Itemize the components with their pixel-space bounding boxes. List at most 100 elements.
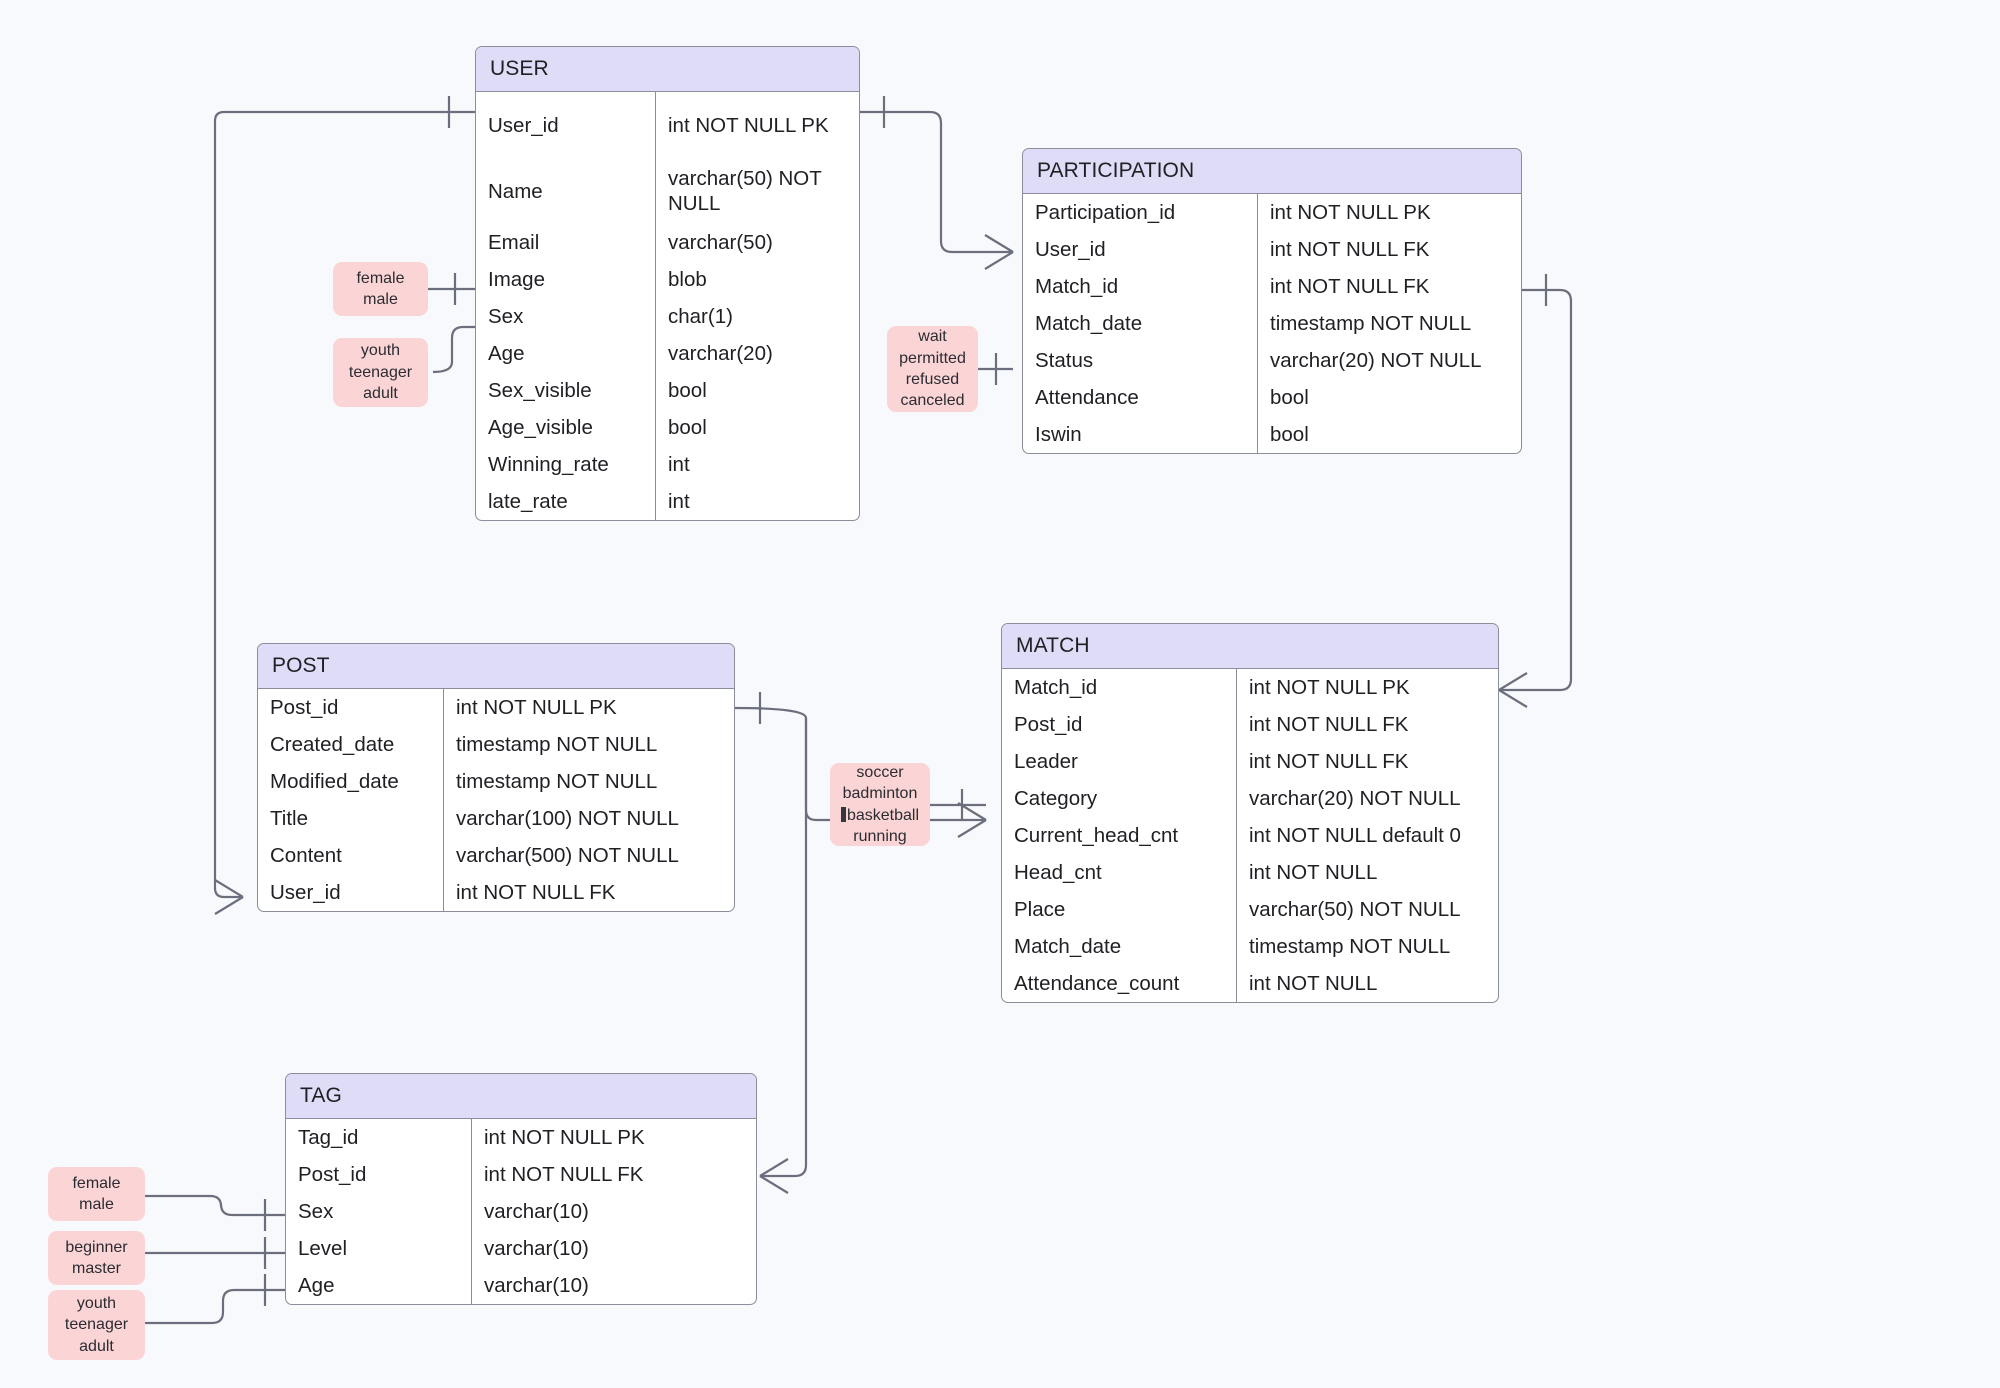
table-row[interactable]: Match_id int NOT NULL PK — [1002, 669, 1498, 707]
note-line: youth — [360, 342, 401, 360]
table-row[interactable]: Match_date timestamp NOT NULL — [1002, 928, 1498, 966]
type-cell: varchar(500) NOT NULL — [443, 837, 734, 875]
table-row[interactable]: Post_id int NOT NULL FK — [1002, 706, 1498, 744]
attr-cell: Status — [1035, 349, 1094, 373]
note-participation-status[interactable]: wait permitted refused canceled — [887, 326, 978, 412]
table-row[interactable]: Match_date timestamp NOT NULL — [1023, 305, 1521, 343]
entity-match-rows: Match_id int NOT NULL PK Post_id int NOT… — [1002, 669, 1498, 1003]
attr-cell: Iswin — [1035, 423, 1082, 447]
type-cell: bool — [1257, 416, 1521, 454]
type-cell: int NOT NULL FK — [1257, 268, 1521, 306]
table-row[interactable]: Participation_id int NOT NULL PK — [1023, 194, 1521, 232]
table-row[interactable]: Iswin bool — [1023, 416, 1521, 454]
note-tag-age[interactable]: youth teenager adult — [48, 1290, 145, 1360]
note-line: wait — [918, 328, 947, 346]
entity-post[interactable]: POST Post_id int NOT NULL PK Created_dat… — [257, 643, 735, 913]
text-cursor-icon — [840, 806, 846, 822]
type-cell: int NOT NULL PK — [1236, 669, 1498, 707]
attr-cell: User_id — [270, 881, 341, 905]
note-line: beginner — [65, 1238, 128, 1256]
attr-cell: Attendance_count — [1014, 972, 1180, 996]
table-row[interactable]: Age varchar(10) — [286, 1267, 756, 1305]
table-row[interactable]: Leader int NOT NULL FK — [1002, 743, 1498, 781]
table-row[interactable]: User_id int NOT NULL FK — [258, 874, 734, 912]
table-row[interactable]: Attendance_count int NOT NULL — [1002, 965, 1498, 1003]
table-row[interactable]: Content varchar(500) NOT NULL — [258, 837, 734, 875]
entity-post-rows: Post_id int NOT NULL PK Created_date tim… — [258, 689, 734, 912]
attr-cell: Post_id — [1014, 713, 1083, 737]
attr-cell: Email — [488, 231, 540, 255]
connector-post-tag — [760, 718, 808, 1178]
table-row[interactable]: Image blob — [476, 261, 859, 299]
attr-cell: Title — [270, 807, 308, 831]
entity-tag[interactable]: TAG Tag_id int NOT NULL PK Post_id int N… — [285, 1073, 757, 1306]
entity-participation[interactable]: PARTICIPATION Participation_id int NOT N… — [1022, 148, 1522, 455]
attr-cell: Created_date — [270, 733, 395, 757]
table-row[interactable]: Age varchar(20) — [476, 335, 859, 373]
table-row[interactable]: Sex char(1) — [476, 298, 859, 336]
note-line-with-caret: basketball — [840, 805, 919, 826]
note-user-sex[interactable]: female male — [333, 262, 428, 316]
table-row[interactable]: Email varchar(50) — [476, 224, 859, 262]
type-cell: char(1) — [655, 298, 859, 336]
attr-cell: Name — [488, 179, 543, 203]
attr-cell: Content — [270, 844, 342, 868]
table-row[interactable]: Created_date timestamp NOT NULL — [258, 726, 734, 764]
attr-cell: User_id — [1035, 238, 1106, 262]
crowsfoot-post-userid — [214, 879, 244, 915]
type-cell: bool — [1257, 379, 1521, 417]
table-row[interactable]: Place varchar(50) NOT NULL — [1002, 891, 1498, 929]
type-cell: timestamp NOT NULL — [443, 726, 734, 764]
entity-user[interactable]: USER User_id int NOT NULL PK Name varcha… — [475, 46, 860, 522]
table-row[interactable]: Age_visible bool — [476, 409, 859, 447]
attr-cell: Match_id — [1035, 275, 1119, 299]
type-cell: blob — [655, 261, 859, 299]
note-line: adult — [79, 1337, 114, 1355]
table-row[interactable]: Modified_date timestamp NOT NULL — [258, 763, 734, 801]
table-row[interactable]: Current_head_cnt int NOT NULL default 0 — [1002, 817, 1498, 855]
type-cell: int NOT NULL FK — [1236, 706, 1498, 744]
table-row[interactable]: Status varchar(20) NOT NULL — [1023, 342, 1521, 380]
table-row[interactable]: Level varchar(10) — [286, 1230, 756, 1268]
note-tag-sex[interactable]: female male — [48, 1167, 145, 1221]
table-row[interactable]: Winning_rate int — [476, 446, 859, 484]
type-cell: int NOT NULL FK — [443, 874, 734, 912]
note-line: permitted — [899, 349, 966, 367]
table-row[interactable]: Head_cnt int NOT NULL — [1002, 854, 1498, 892]
note-line: adult — [363, 385, 398, 403]
crowsfoot-match-postid — [957, 802, 987, 838]
type-cell: varchar(10) — [471, 1267, 756, 1305]
table-row[interactable]: Category varchar(20) NOT NULL — [1002, 780, 1498, 818]
table-row[interactable]: Attendance bool — [1023, 379, 1521, 417]
table-row[interactable]: Match_id int NOT NULL FK — [1023, 268, 1521, 306]
type-cell: varchar(10) — [471, 1193, 756, 1231]
entity-user-title: USER — [476, 47, 859, 93]
note-match-category[interactable]: soccer badminton basketball running — [830, 763, 930, 846]
table-row[interactable]: Name varchar(50) NOT NULL — [476, 158, 859, 225]
type-cell: bool — [655, 409, 859, 447]
table-row[interactable]: User_id int NOT NULL PK — [476, 92, 859, 159]
table-row[interactable]: late_rate int — [476, 483, 859, 521]
table-row[interactable]: Post_id int NOT NULL FK — [286, 1156, 756, 1194]
table-row[interactable]: Post_id int NOT NULL PK — [258, 689, 734, 727]
table-row[interactable]: Sex_visible bool — [476, 372, 859, 410]
note-line: teenager — [64, 1316, 129, 1334]
attr-cell: Participation_id — [1035, 201, 1176, 225]
note-line: soccer — [856, 763, 904, 781]
note-line: female — [72, 1174, 121, 1192]
attr-cell: Level — [298, 1237, 348, 1261]
table-row[interactable]: Sex varchar(10) — [286, 1193, 756, 1231]
type-cell: varchar(10) — [471, 1230, 756, 1268]
type-cell: int NOT NULL FK — [1236, 743, 1498, 781]
note-user-age[interactable]: youth teenager adult — [333, 338, 428, 407]
entity-match[interactable]: MATCH Match_id int NOT NULL PK Post_id i… — [1001, 623, 1499, 1004]
note-tag-level[interactable]: beginner master — [48, 1231, 145, 1285]
type-cell: varchar(100) NOT NULL — [443, 800, 734, 838]
note-wire-tag-age-draw — [145, 1288, 287, 1325]
attr-cell: Leader — [1014, 750, 1078, 774]
table-row[interactable]: User_id int NOT NULL FK — [1023, 231, 1521, 269]
note-line: running — [853, 827, 907, 845]
table-row[interactable]: Title varchar(100) NOT NULL — [258, 800, 734, 838]
table-row[interactable]: Tag_id int NOT NULL PK — [286, 1119, 756, 1157]
